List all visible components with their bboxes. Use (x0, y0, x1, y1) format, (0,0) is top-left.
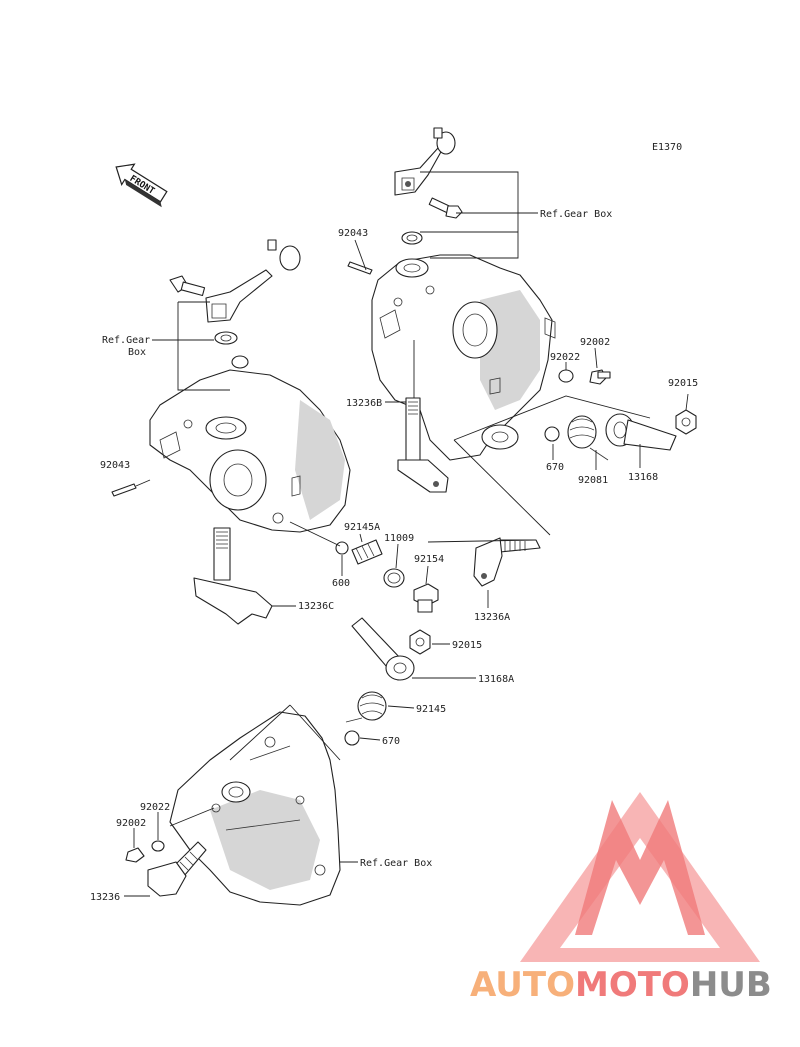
label-92002-top: 92002 (580, 337, 610, 348)
label-13168A: 13168A (478, 674, 514, 685)
front-arrow-icon (115, 163, 168, 203)
nut-92015-mid (409, 629, 431, 655)
front-arrow: FRONT (115, 163, 168, 208)
label-600: 600 (332, 578, 350, 589)
washer-92022-bottom (151, 840, 165, 852)
gear-box-housing-bottom (169, 711, 341, 906)
plug-92154 (413, 583, 439, 613)
label-ref-gear-box-left-line1: Ref.Gear (102, 335, 150, 346)
label-92145: 92145 (416, 704, 446, 715)
label-92002-bottom: 92002 (116, 818, 146, 829)
gear-box-housing-left (149, 355, 351, 533)
shaft-13236C (193, 527, 273, 625)
lever-13168 (605, 413, 677, 451)
ring-670-top (544, 426, 560, 442)
pin-92043-top (347, 261, 373, 275)
label-11009: 11009 (384, 533, 414, 544)
bolt-top (428, 197, 463, 219)
ring-670-bottom (344, 730, 360, 746)
bolt-92002-top (589, 369, 611, 385)
watermark-word-auto: AUTO (470, 965, 575, 1005)
pin-92043-left (111, 483, 137, 497)
label-92043-top: 92043 (338, 228, 368, 239)
washer-top (401, 231, 423, 245)
lever-13168A (351, 617, 415, 681)
watermark-text: AUTOMOTOHUB (470, 965, 772, 1005)
label-92022-top: 92022 (550, 352, 580, 363)
washer-92022-top (558, 369, 574, 383)
part-labels: 92043 Ref.Gear Box Ref.Gear Box 13236B 9… (90, 209, 698, 903)
shift-lever-left (205, 239, 301, 323)
label-ref-gear-box-left-line2: Box (128, 347, 146, 358)
gasket-11009 (383, 568, 405, 588)
watermark-m-icon (575, 800, 705, 935)
label-92022-bottom: 92022 (140, 802, 170, 813)
label-92145A: 92145A (344, 522, 380, 533)
spring-92145 (345, 691, 387, 723)
bolt-left (169, 275, 206, 297)
shift-lever-top (394, 127, 456, 196)
watermark-word-hub: HUB (690, 965, 772, 1005)
figure-id: E1370 (652, 142, 682, 153)
nut-92015-top (675, 409, 697, 435)
watermark-logo (520, 792, 760, 962)
label-ref-gear-box-bottom: Ref.Gear Box (360, 858, 432, 869)
spring-92145A (351, 539, 383, 565)
shaft-13236B (397, 397, 449, 493)
svg-text:AUTOMOTOHUB: AUTOMOTOHUB (470, 965, 772, 1005)
gear-box-housing-top (371, 254, 556, 461)
label-92154: 92154 (414, 554, 444, 565)
label-13168: 13168 (628, 472, 658, 483)
label-92015-mid: 92015 (452, 640, 482, 651)
label-13236C: 13236C (298, 601, 334, 612)
spring-92081 (567, 415, 609, 461)
ball-600 (335, 541, 349, 555)
shaft-13236 (147, 841, 207, 897)
label-92081: 92081 (578, 475, 608, 486)
label-92043-left: 92043 (100, 460, 130, 471)
label-13236: 13236 (90, 892, 120, 903)
shaft-13236A (473, 537, 541, 587)
washer-left (214, 331, 238, 345)
leader-lines (124, 171, 689, 897)
label-ref-gear-box-top: Ref.Gear Box (540, 209, 612, 220)
bolt-92002-bottom (125, 847, 145, 863)
watermark-word-moto: MOTO (575, 965, 690, 1005)
label-13236A: 13236A (474, 612, 510, 623)
label-92015-top: 92015 (668, 378, 698, 389)
label-670-bottom: 670 (382, 736, 400, 747)
label-670-top: 670 (546, 462, 564, 473)
label-13236B: 13236B (346, 398, 382, 409)
